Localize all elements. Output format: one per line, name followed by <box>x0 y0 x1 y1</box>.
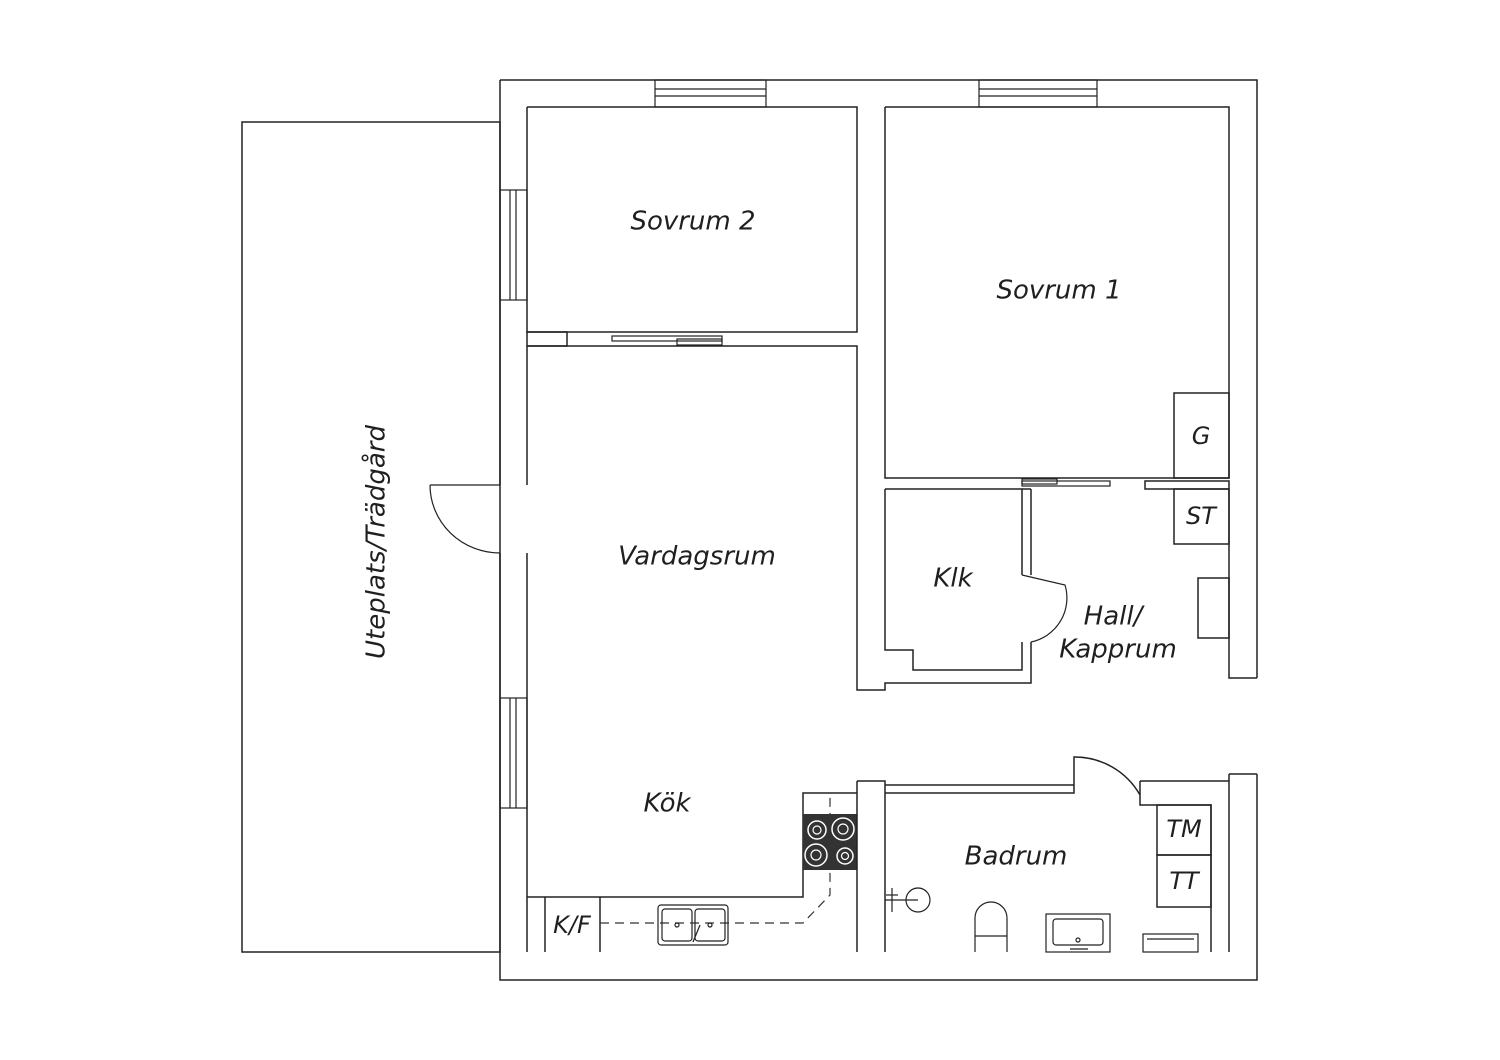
room-label-kok: Kök <box>643 789 691 819</box>
kitchen-worktop-dash <box>600 793 831 924</box>
closet-door <box>1021 574 1068 643</box>
kitchen-sink-icon <box>657 904 729 946</box>
window-west-1 <box>499 189 528 301</box>
shower-icon <box>885 887 931 913</box>
toilet-icon <box>974 901 1008 952</box>
room-label-vardagsrum: Vardagsrum <box>618 542 776 572</box>
room-label-sovrum-2: Sovrum 2 <box>630 207 755 237</box>
sliding-door-bedroom-1 <box>1021 478 1111 487</box>
dryer-tt <box>1156 854 1212 908</box>
outer-wall <box>499 79 1258 981</box>
patio-door <box>429 484 501 554</box>
outer-wall-inner <box>526 106 1032 952</box>
bathroom-bench <box>1142 933 1199 953</box>
storage-st <box>1173 488 1230 545</box>
bathroom-sink-icon <box>1045 913 1111 953</box>
room-label-kapprum: Kapprum <box>1059 635 1177 665</box>
fixture-label-g: G <box>1192 422 1211 450</box>
fixture-label-tt: TT <box>1169 867 1201 895</box>
wall-stub <box>526 331 568 347</box>
room-label-sovrum-1: Sovrum 1 <box>996 276 1121 306</box>
bathroom-wall-inner <box>885 781 1141 795</box>
wardrobe-g <box>1173 392 1230 479</box>
room-label-klk: Klk <box>933 564 973 594</box>
fixture-label-tm: TM <box>1166 815 1202 843</box>
window-north-1 <box>654 79 767 108</box>
patio-area <box>241 121 501 953</box>
stove-icon <box>803 814 857 870</box>
room-label-uteplats: Uteplats/Trädgård <box>361 425 392 659</box>
hall-shelf <box>1197 577 1230 639</box>
sliding-door-bedroom-2 <box>611 335 723 346</box>
room-label-badrum: Badrum <box>965 842 1068 872</box>
window-west-2 <box>499 697 528 809</box>
window-north-2 <box>978 79 1098 108</box>
fixture-label-st: ST <box>1186 502 1218 530</box>
fixture-label-kf: K/F <box>553 911 592 939</box>
room-label-hall: Hall/ <box>1084 602 1146 632</box>
